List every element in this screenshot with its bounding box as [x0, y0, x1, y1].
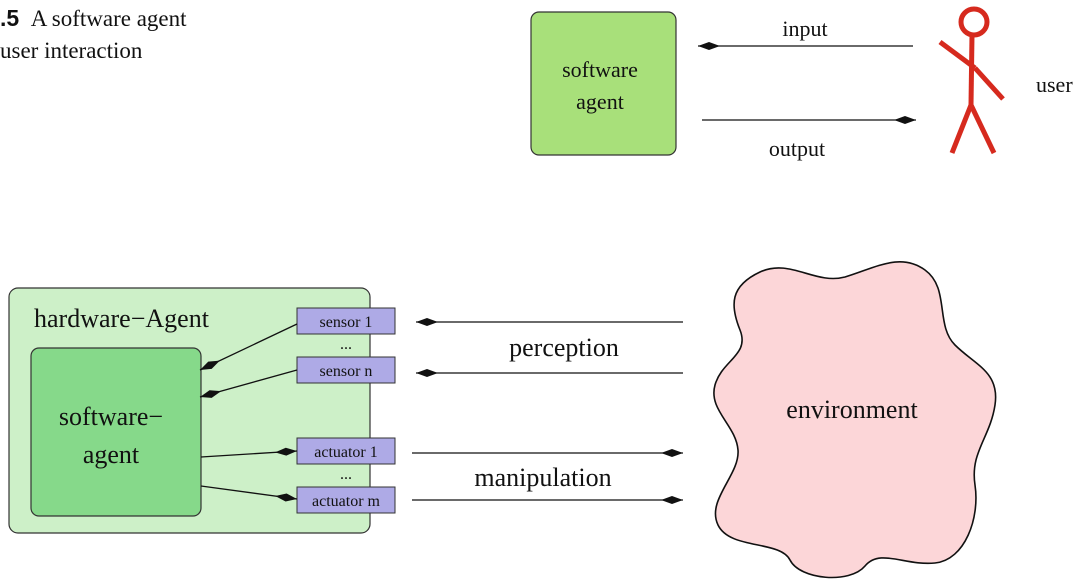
actuator-m-connector: [200, 485, 298, 502]
user-stick-figure-icon: [938, 6, 1005, 155]
environment-label: environment: [786, 395, 918, 424]
sensor-1-box: [296, 307, 396, 335]
caption-text-2: user interaction: [0, 38, 143, 63]
output-label: output: [769, 136, 825, 161]
environment-shape: [713, 261, 997, 579]
user-label: user: [1036, 72, 1073, 97]
software-agent-inner-label-2: agent: [83, 440, 140, 469]
software-agent-inner-label-1: software−: [59, 402, 163, 431]
sensor-ellipsis: ...: [340, 336, 352, 353]
sensor-n-label: sensor n: [320, 363, 373, 380]
caption-text-1: A software agent: [30, 6, 187, 31]
actuator-1-label: actuator 1: [314, 444, 378, 461]
actuator-m-label: actuator m: [312, 493, 381, 510]
sensor-1-connector: [199, 323, 298, 371]
figure-caption-line-1: .5 A software agent: [0, 3, 187, 34]
software-agent-box: [530, 11, 677, 156]
input-label: input: [782, 16, 827, 41]
figure-caption-line-2: user interaction: [0, 36, 142, 66]
actuator-m-box: [296, 486, 396, 514]
bottom-diagram: hardware−Agent software− agent sensor 1 …: [8, 261, 997, 579]
hardware-agent-title: hardware−Agent: [34, 304, 210, 333]
figure-number: .5: [0, 5, 20, 31]
sensor-n-connector: [199, 369, 298, 398]
software-agent-label-1: software: [562, 57, 638, 82]
top-diagram: software agent input output user: [530, 6, 1073, 161]
actuator-1-box: [296, 437, 396, 465]
actuator-ellipsis: ...: [340, 466, 352, 483]
sensor-n-box: [296, 356, 396, 384]
sensor-1-label: sensor 1: [320, 314, 373, 331]
manipulation-label: manipulation: [474, 463, 611, 492]
perception-label: perception: [509, 333, 619, 362]
software-agent-label-2: agent: [576, 89, 624, 114]
software-agent-inner-box: [30, 347, 202, 517]
actuator-1-connector: [200, 447, 298, 458]
